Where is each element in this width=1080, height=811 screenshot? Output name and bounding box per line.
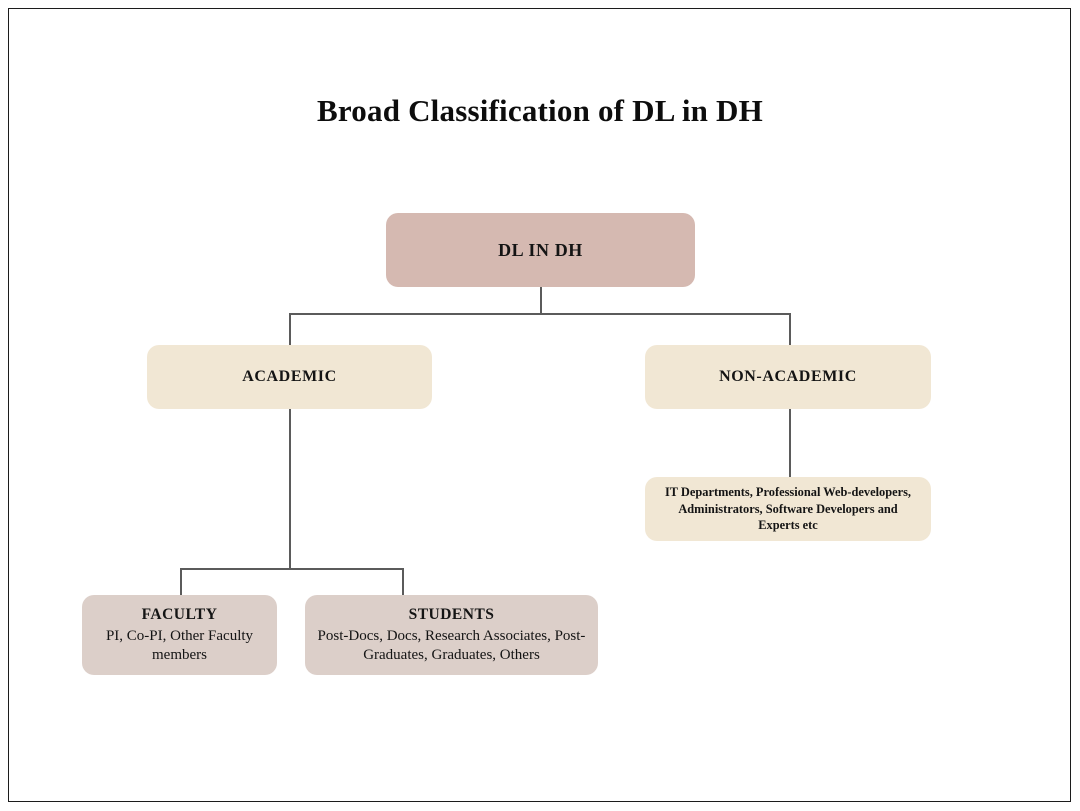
node-non-academic-detail[interactable]: IT Departments, Professional Web-develop…: [645, 477, 931, 541]
connector-root-stem: [540, 287, 542, 314]
connector-to-non-academic: [789, 313, 791, 346]
node-students-detail: Post-Docs, Docs, Research Associates, Po…: [317, 627, 586, 663]
connector-academic-stem: [289, 409, 291, 569]
node-faculty-detail: PI, Co-PI, Other Faculty members: [105, 627, 254, 663]
node-dl-in-dh-label: DL IN DH: [498, 239, 583, 260]
node-non-academic-detail-label: IT Departments, Professional Web-develop…: [664, 485, 912, 533]
node-academic[interactable]: ACADEMIC: [147, 345, 432, 409]
node-students[interactable]: STUDENTS Post-Docs, Docs, Research Assoc…: [305, 595, 598, 675]
connector-to-faculty: [180, 568, 182, 596]
connector-to-academic: [289, 313, 291, 346]
node-academic-label: ACADEMIC: [242, 368, 337, 385]
page-title: Broad Classification of DL in DH: [317, 93, 763, 128]
connector-non-academic-to-detail: [789, 409, 791, 478]
node-faculty-label: FACULTY: [141, 606, 218, 624]
connector-level1-bar: [289, 313, 791, 315]
node-faculty[interactable]: FACULTY PI, Co-PI, Other Faculty members: [82, 595, 277, 675]
node-dl-in-dh[interactable]: DL IN DH: [386, 213, 695, 287]
node-non-academic[interactable]: NON-ACADEMIC: [645, 345, 931, 409]
node-non-academic-label: NON-ACADEMIC: [719, 368, 857, 385]
node-students-label: STUDENTS: [408, 606, 495, 624]
connector-academic-bar: [180, 568, 403, 570]
connector-to-students: [402, 568, 404, 596]
